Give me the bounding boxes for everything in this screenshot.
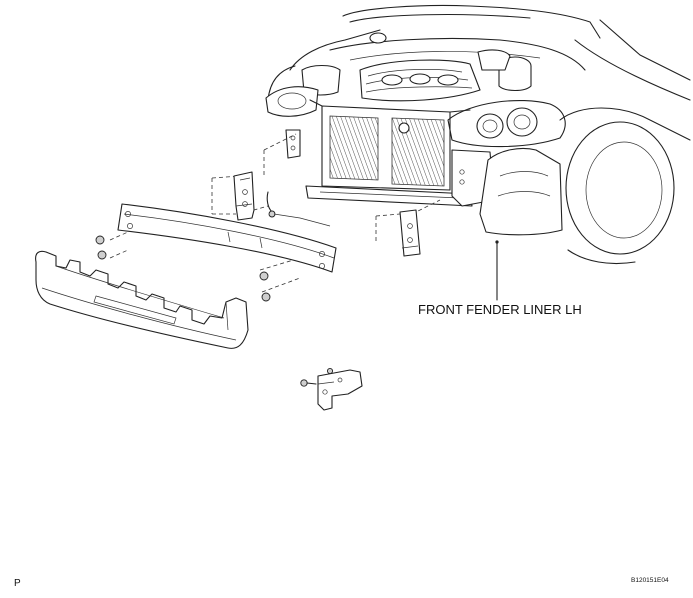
- nut-3: [259, 271, 269, 281]
- nut-4: [261, 292, 271, 302]
- fender-liner-leader-line: [495, 240, 499, 301]
- bracket-bolts: [300, 367, 334, 387]
- nut-2: [97, 250, 107, 260]
- figure-code: B120151E04: [631, 577, 669, 584]
- harness-clip: [266, 191, 331, 227]
- bumper-energy-absorber: [35, 250, 249, 349]
- bumper-side-bracket: [317, 369, 363, 411]
- bumper-bracket-right: [399, 209, 421, 257]
- bumper-bracket-left: [233, 171, 255, 221]
- nut-1: [95, 235, 105, 245]
- bumper-reinforcement: [117, 203, 337, 273]
- retainer-nuts: [95, 235, 271, 302]
- callout-front-fender-liner-lh: FRONT FENDER LINER LH: [418, 302, 582, 317]
- corner-mark-p: P: [14, 578, 21, 589]
- vehicle-front-body: [265, 4, 691, 265]
